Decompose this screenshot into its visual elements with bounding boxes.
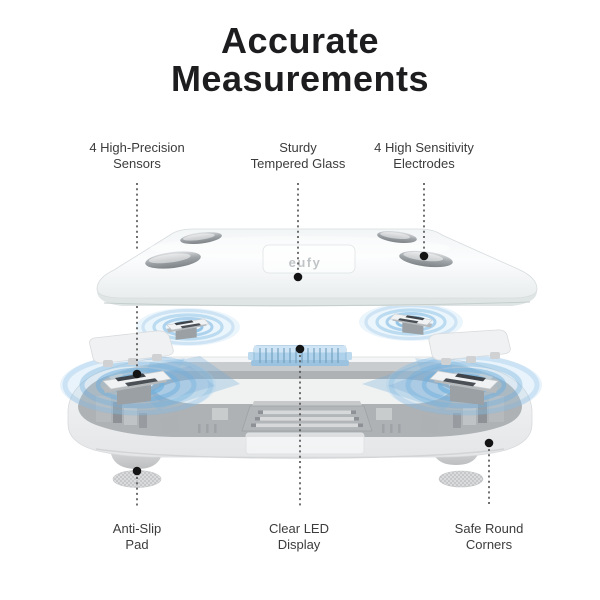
precision-sensor-upper-left bbox=[166, 318, 210, 340]
base-bottom-shadow bbox=[95, 448, 505, 459]
callout-lines bbox=[136, 183, 490, 507]
callout-dot-pad bbox=[132, 466, 142, 476]
base-center-opening bbox=[154, 379, 452, 404]
base-ribs-left bbox=[96, 396, 228, 434]
callout-dot-corners bbox=[484, 438, 494, 448]
page-title-line1: Accurate bbox=[220, 20, 380, 61]
page-title: Accurate Measurements bbox=[0, 22, 600, 98]
callout-dot-sensors bbox=[132, 369, 142, 379]
battery-door-seam bbox=[245, 432, 365, 455]
base-back-rail bbox=[108, 362, 494, 384]
callout-label-electrodes: 4 High Sensitivity Electrodes bbox=[374, 140, 474, 171]
callout-dot-glass bbox=[293, 272, 303, 282]
callout-dot-electrodes bbox=[419, 251, 429, 261]
callout-dot-display bbox=[295, 344, 305, 354]
callout-label-sensors: 4 High-Precision Sensors bbox=[89, 140, 185, 171]
precision-sensor-upper-right bbox=[389, 313, 433, 335]
callout-label-tempered-glass: Sturdy Tempered Glass bbox=[250, 140, 346, 171]
precision-sensor-lower-right bbox=[429, 370, 499, 405]
corner-cap-right bbox=[428, 329, 511, 365]
eufy-logo: eufy bbox=[289, 255, 322, 270]
base-ribs-right bbox=[376, 396, 504, 434]
callout-dots bbox=[132, 251, 494, 476]
anti-slip-pad-right bbox=[438, 470, 484, 488]
callout-label-led-display: Clear LED Display bbox=[269, 521, 329, 552]
page-title-line2: Measurements bbox=[170, 58, 430, 99]
callout-label-round-corners: Safe Round Corners bbox=[454, 521, 524, 552]
corner-cap-left bbox=[89, 330, 174, 367]
callout-label-anti-slip-pad: Anti-Slip Pad bbox=[112, 521, 162, 552]
led-display-window bbox=[262, 244, 356, 274]
glass-platform: eufy bbox=[96, 228, 538, 307]
battery-compartment bbox=[241, 401, 373, 432]
